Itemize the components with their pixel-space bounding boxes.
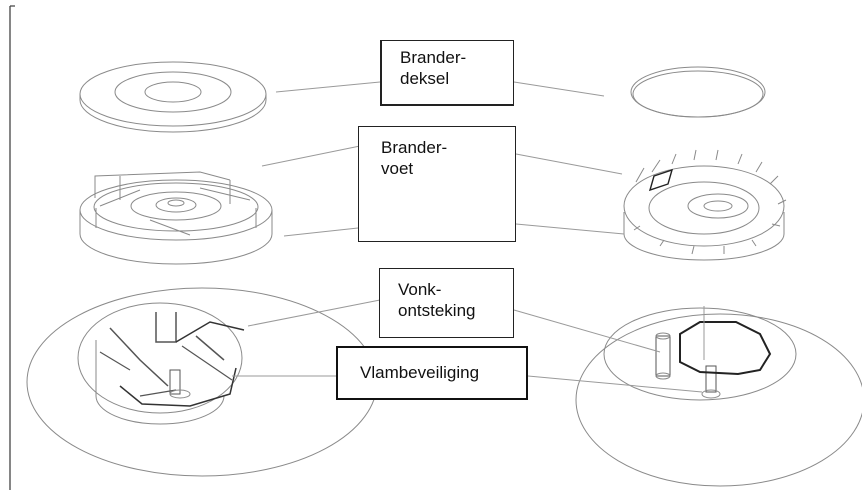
label-brandervoet: Brander- voet (358, 126, 516, 242)
right-burner-cap (630, 66, 766, 118)
label-vlambeveiliging: Vlambeveiliging (336, 346, 528, 400)
left-top-plate (26, 287, 378, 477)
frame-corner-mark (9, 5, 15, 490)
leader-lines (232, 81, 705, 393)
label-vonkontsteking-text: Vonk- ontsteking (398, 280, 476, 320)
label-vlambeveiliging-text: Vlambeveiliging (360, 363, 480, 382)
label-branderdeksel-text: Brander- deksel (400, 48, 467, 88)
label-branderdeksel: Brander- deksel (380, 40, 514, 106)
right-burner-base (623, 149, 787, 261)
left-burner-cap (79, 61, 267, 133)
left-burner-base (79, 171, 273, 265)
right-top-plate (575, 307, 862, 487)
label-brandervoet-text: Brander- voet (381, 138, 448, 178)
label-vonkontsteking: Vonk- ontsteking (379, 268, 514, 338)
